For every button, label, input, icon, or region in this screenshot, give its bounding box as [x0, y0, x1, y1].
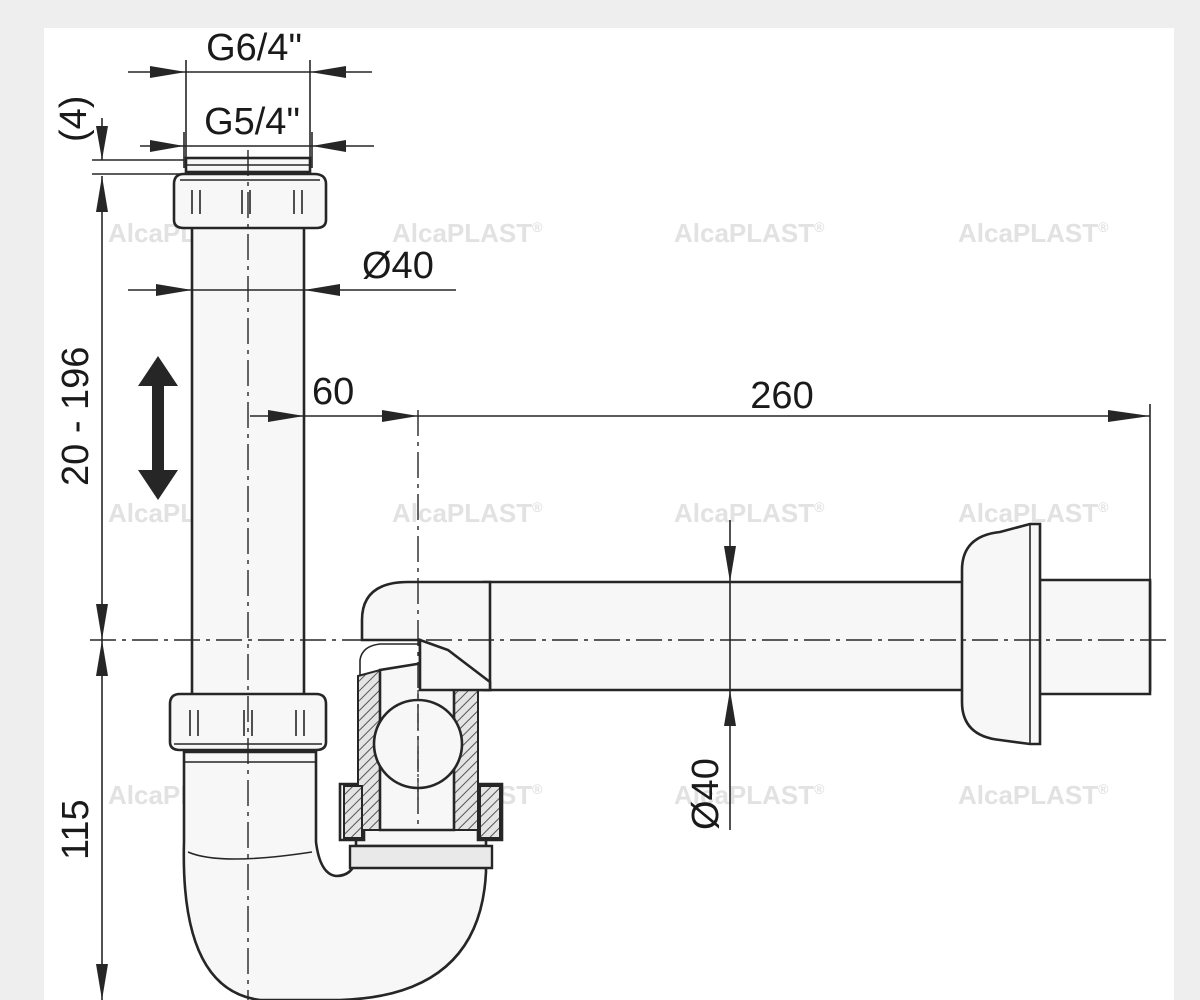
trap-body — [338, 638, 504, 870]
dim-gap: (4) — [53, 96, 184, 175]
drawing-sheet: AlcaPLAST® AlcaPLAST® AlcaPLAST® AlcaPLA… — [44, 28, 1174, 1000]
label-top-thread: G6/4" — [206, 28, 302, 69]
label-lower-height: 115 — [55, 799, 97, 860]
watermark: AlcaPLAST® — [392, 498, 543, 528]
label-adjust-range: 20 - 196 — [55, 347, 97, 486]
dim-inner-thread: G5/4" — [140, 101, 374, 168]
watermark: AlcaPLAST® — [958, 498, 1109, 528]
label-arm-length: 260 — [750, 375, 813, 417]
label-gap: (4) — [53, 96, 95, 142]
watermark: AlcaPLAST® — [674, 498, 825, 528]
watermark: AlcaPLAST® — [958, 780, 1109, 810]
dim-adjust-range: 20 - 196 — [55, 176, 108, 1000]
top-nut — [172, 156, 328, 230]
siphon-technical-drawing: AlcaPLAST® AlcaPLAST® AlcaPLAST® AlcaPLA… — [53, 28, 1172, 1000]
dim-tube-diameter: Ø40 — [128, 245, 456, 296]
watermark: AlcaPLAST® — [392, 218, 543, 248]
watermark: AlcaPLAST® — [674, 218, 825, 248]
horizontal-arm — [360, 522, 1152, 746]
watermark: AlcaPLAST® — [958, 218, 1109, 248]
dim-lower-height: 115 — [55, 799, 97, 860]
label-inner-thread: G5/4" — [204, 101, 300, 143]
watermark-group: AlcaPLAST® AlcaPLAST® AlcaPLAST® AlcaPLA… — [108, 218, 1109, 810]
dim-arm-length: 260 — [418, 375, 1151, 580]
label-tube-diameter: Ø40 — [362, 245, 434, 287]
center-lines — [90, 150, 1172, 1000]
watermark: AlcaPLAST® — [674, 780, 825, 810]
label-arm-diameter: Ø40 — [685, 758, 727, 830]
dim-arm-diameter: Ø40 — [685, 520, 736, 830]
dim-top-thread: G6/4" — [128, 28, 372, 158]
label-offset: 60 — [312, 371, 354, 413]
dim-offset: 60 — [250, 371, 418, 422]
double-arrow-vertical-icon — [138, 356, 178, 500]
